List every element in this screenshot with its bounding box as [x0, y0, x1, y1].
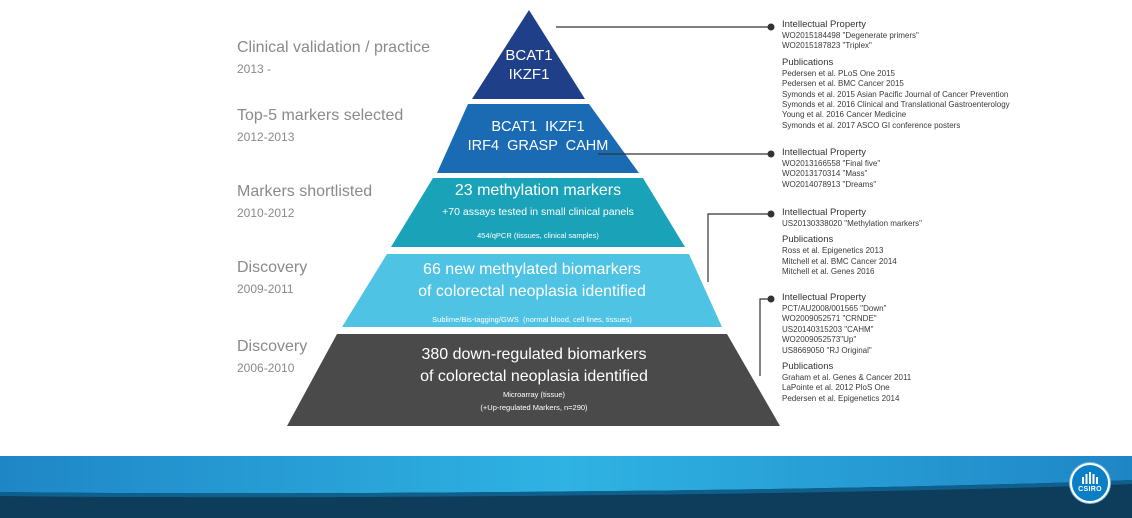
stage-label-discovery-2: Discovery 2006-2010: [237, 337, 307, 377]
pub-item: Graham et al. Genes & Cancer 2011: [782, 373, 912, 383]
annotation-discovery: Intellectual Property PCT/AU2008/001565 …: [782, 292, 911, 404]
tier-line: (+Up-regulated Markers, n=290): [480, 403, 588, 412]
tier-line: Sublime/Bis-tagging/GWS (normal blood, c…: [432, 315, 632, 324]
tier-line: 23 methylation markers: [454, 182, 622, 199]
pub-heading: Publications: [782, 56, 834, 68]
pub-item: Ross et al. Epigenetics 2013: [782, 246, 884, 256]
tier-4-text: 66 new methylated biomarkers of colorect…: [345, 259, 719, 325]
pyramid-tier-4: [342, 254, 722, 327]
logo-bars-icon: [1082, 472, 1098, 484]
tier-line: 454/qPCR (tissues, clinical samples): [477, 231, 599, 240]
tier-line: Microarray (tissue): [502, 390, 566, 399]
tier-line: of colorectal neoplasia identified: [420, 368, 648, 385]
connector-dot: [767, 150, 775, 158]
annotation-top5: Intellectual Property WO2013166558 "Fina…: [782, 147, 880, 190]
stage-title: Top-5 markers selected: [237, 107, 404, 124]
tier-line: IKZF1: [508, 66, 550, 83]
pub-item: Symonds et al. 2016 Clinical and Transla…: [782, 100, 1010, 110]
pub-item: Mitchell et al. Genes 2016: [782, 267, 875, 277]
connector-lines: [556, 26, 770, 376]
pyramid-tier-1: [472, 10, 585, 99]
pub-item: Mitchell et al. BMC Cancer 2014: [782, 256, 897, 266]
pub-heading: Publications: [782, 234, 834, 246]
pyramid-tier-5: [287, 334, 780, 426]
footer-bar: [0, 456, 1132, 518]
ip-item: US20140315203 "CAHM": [782, 324, 874, 334]
stage-title: Discovery: [237, 338, 308, 355]
tier-line: BCAT1 IKZF1: [491, 119, 585, 135]
stage-years: 2012-2013: [237, 130, 295, 144]
pub-item: Pedersen et al. Epigenetics 2014: [782, 393, 900, 403]
pub-item: Symonds et al. 2015 Asian Pacific Journa…: [782, 89, 1009, 99]
stage-years: 2010-2012: [237, 206, 295, 220]
stage-label-clinical: Clinical validation / practice 2013 -: [237, 38, 430, 78]
tier-line: IRF4 GRASP CAHM: [467, 138, 609, 154]
stage-title: Clinical validation / practice: [237, 39, 430, 56]
tier-line: of colorectal neoplasia identified: [418, 283, 646, 300]
stage-years: 2013 -: [237, 62, 272, 76]
pub-item: Symonds et al. 2017 ASCO GI conference p…: [782, 120, 961, 130]
pub-item: Pedersen et al. BMC Cancer 2015: [782, 79, 904, 89]
logo-text: CSIRO: [1078, 486, 1102, 493]
stage-years: 2009-2011: [237, 282, 294, 296]
pyramid-tier-2: [437, 104, 639, 173]
ip-item: WO2009052573"Up": [782, 335, 857, 345]
pub-item: LaPointe et al. 2012 PloS One: [782, 383, 890, 393]
connector-dot: [767, 295, 775, 303]
stage-label-top5: Top-5 markers selected 2012-2013: [237, 106, 403, 146]
ip-item: WO2013170314 "Mass": [782, 169, 868, 179]
stage-years: 2006-2010: [237, 361, 295, 375]
tier-1-text: BCAT1 IKZF1: [479, 46, 579, 84]
ip-item: WO2009052571 "CRNDE": [782, 314, 877, 324]
ip-heading: Intellectual Property: [782, 19, 866, 30]
tier-5-text: 380 down-regulated biomarkers of colorec…: [292, 344, 776, 413]
annotation-clinical: Intellectual Property WO2015184498 "Dege…: [782, 19, 1010, 131]
connector-dot: [767, 23, 775, 31]
tier-line: BCAT1: [505, 47, 553, 64]
tier-line: 66 new methylated biomarkers: [423, 261, 641, 278]
connector-dot: [767, 210, 775, 218]
tier-line: +70 assays tested in small clinical pane…: [442, 206, 634, 218]
pub-item: Young et al. 2016 Cancer Medicine: [782, 110, 907, 120]
ip-heading: Intellectual Property: [782, 292, 866, 303]
tier-3-text: 23 methylation markers +70 assays tested…: [393, 180, 683, 241]
tier-2-text: BCAT1 IKZF1 IRF4 GRASP CAHM: [438, 118, 638, 156]
pyramid-tier-3: [391, 178, 685, 247]
ip-item: WO2014078913 "Dreams": [782, 179, 877, 189]
ip-item: WO2013166558 "Final five": [782, 159, 881, 168]
pub-heading: Publications: [782, 361, 834, 373]
csiro-logo: CSIRO: [1070, 463, 1110, 503]
ip-item: US8669050 "RJ Original": [782, 345, 872, 355]
stage-label-shortlisted: Markers shortlisted 2010-2012: [237, 182, 372, 222]
stage-title: Discovery: [237, 259, 308, 276]
ip-item: WO2015187823 "Triplex": [782, 41, 872, 51]
annotation-shortlisted: Intellectual Property US20130338020 "Met…: [782, 207, 922, 278]
ip-item: PCT/AU2008/001565 "Down": [782, 304, 887, 313]
stage-label-discovery-1: Discovery 2009-2011: [237, 258, 307, 298]
ip-item: US20130338020 "Methylation markers": [782, 219, 922, 228]
tier-line: 380 down-regulated biomarkers: [421, 346, 647, 363]
ip-item: WO2015184498 "Degenerate primers": [782, 31, 919, 40]
ip-heading: Intellectual Property: [782, 207, 866, 218]
pub-item: Pedersen et al. PLoS One 2015: [782, 68, 895, 78]
ip-heading: Intellectual Property: [782, 147, 866, 158]
stage-title: Markers shortlisted: [237, 183, 373, 200]
